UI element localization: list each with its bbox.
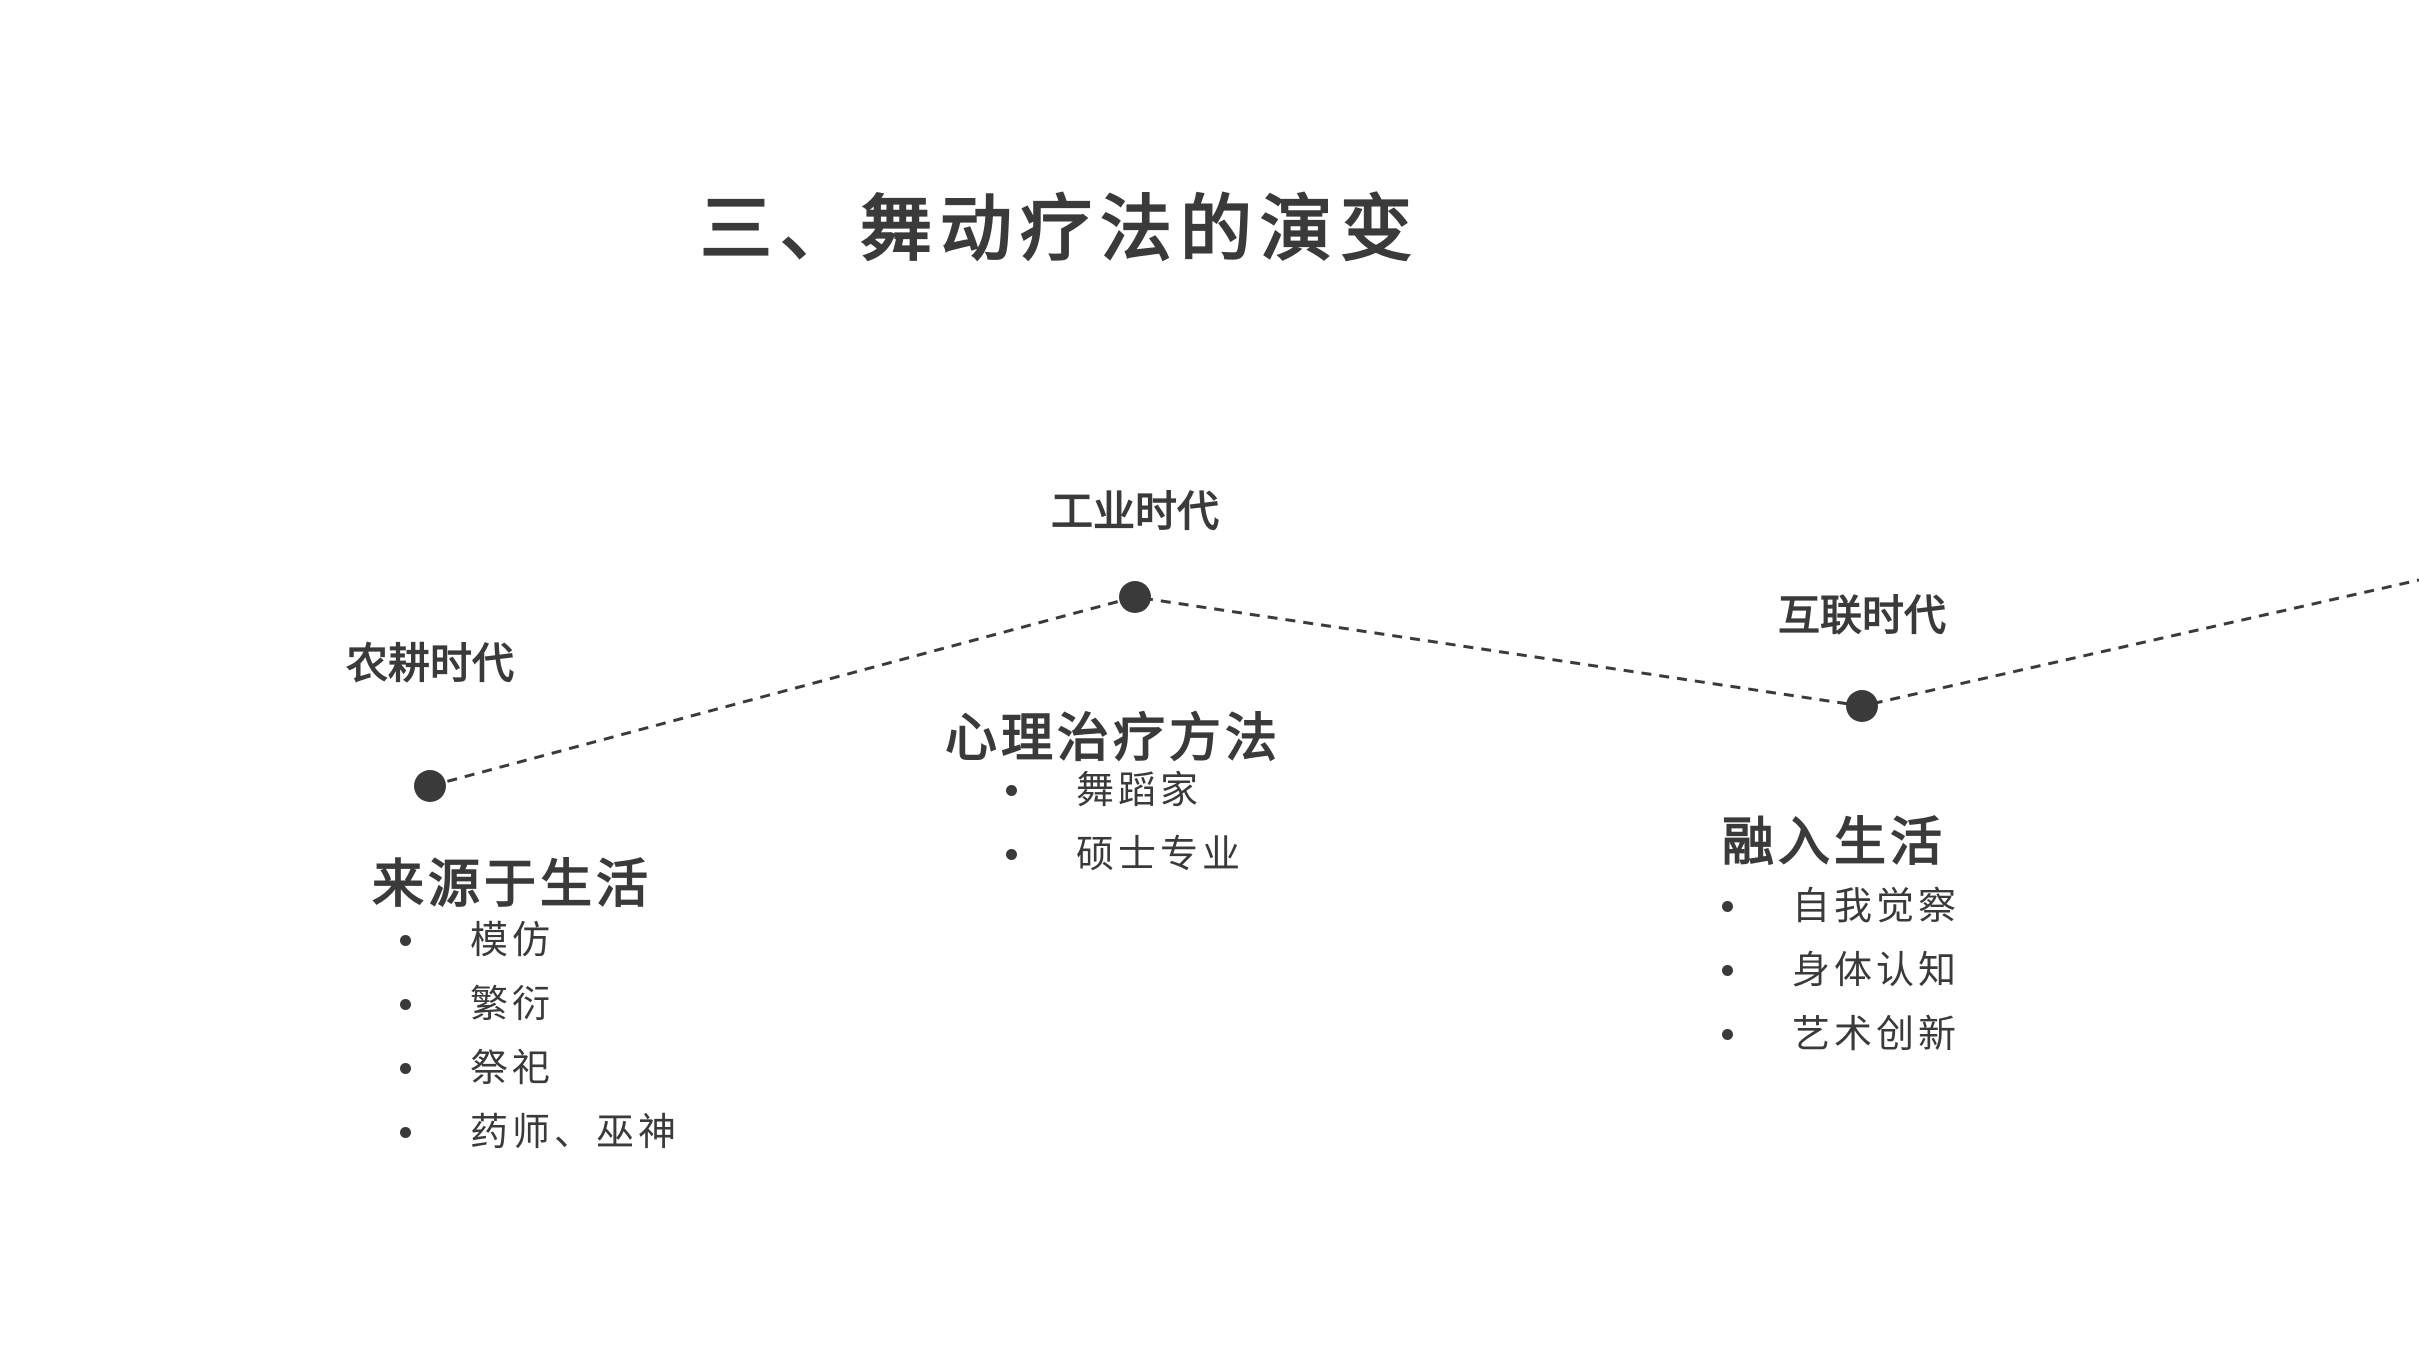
bullet-dot-icon [1722, 965, 1733, 976]
list-item: 硕士专业 [1006, 822, 1244, 886]
bullet-dot-icon [1006, 785, 1017, 796]
bullet-dot-icon [400, 1063, 411, 1074]
list-item: 自我觉察 [1722, 874, 1960, 938]
bullet-dot-icon [1006, 849, 1017, 860]
timeline-node-internet [1846, 690, 1878, 722]
list-item: 艺术创新 [1722, 1002, 1960, 1066]
bullet-dot-icon [400, 999, 411, 1010]
timeline-dashed-line [429, 578, 2419, 788]
list-item: 祭祀 [400, 1036, 680, 1100]
era-label-industry: 工业时代 [1050, 487, 1220, 536]
list-item: 舞蹈家 [1006, 758, 1244, 822]
heading-internet: 融入生活 [1722, 812, 1947, 873]
list-item: 模仿 [400, 908, 680, 972]
list-item: 身体认知 [1722, 938, 1960, 1002]
page-title: 三、舞动疗法的演变 [700, 186, 1421, 271]
bullet-dot-icon [400, 935, 411, 946]
timeline-node-industry [1119, 581, 1151, 613]
timeline-node-agriculture [414, 770, 446, 802]
list-item: 药师、巫神 [400, 1100, 680, 1164]
heading-agriculture: 来源于生活 [372, 854, 653, 915]
bullet-dot-icon [1722, 901, 1733, 912]
era-label-agriculture: 农耕时代 [345, 639, 515, 688]
bullet-dot-icon [1722, 1029, 1733, 1040]
list-internet: 自我觉察 身体认知 艺术创新 [1722, 874, 1960, 1066]
list-industry: 舞蹈家 硕士专业 [1006, 758, 1244, 886]
list-item: 繁衍 [400, 972, 680, 1036]
era-label-internet: 互联时代 [1777, 591, 1947, 640]
heading-industry: 心理治疗方法 [945, 708, 1282, 769]
bullet-dot-icon [400, 1127, 411, 1138]
list-agriculture: 模仿 繁衍 祭祀 药师、巫神 [400, 908, 680, 1164]
